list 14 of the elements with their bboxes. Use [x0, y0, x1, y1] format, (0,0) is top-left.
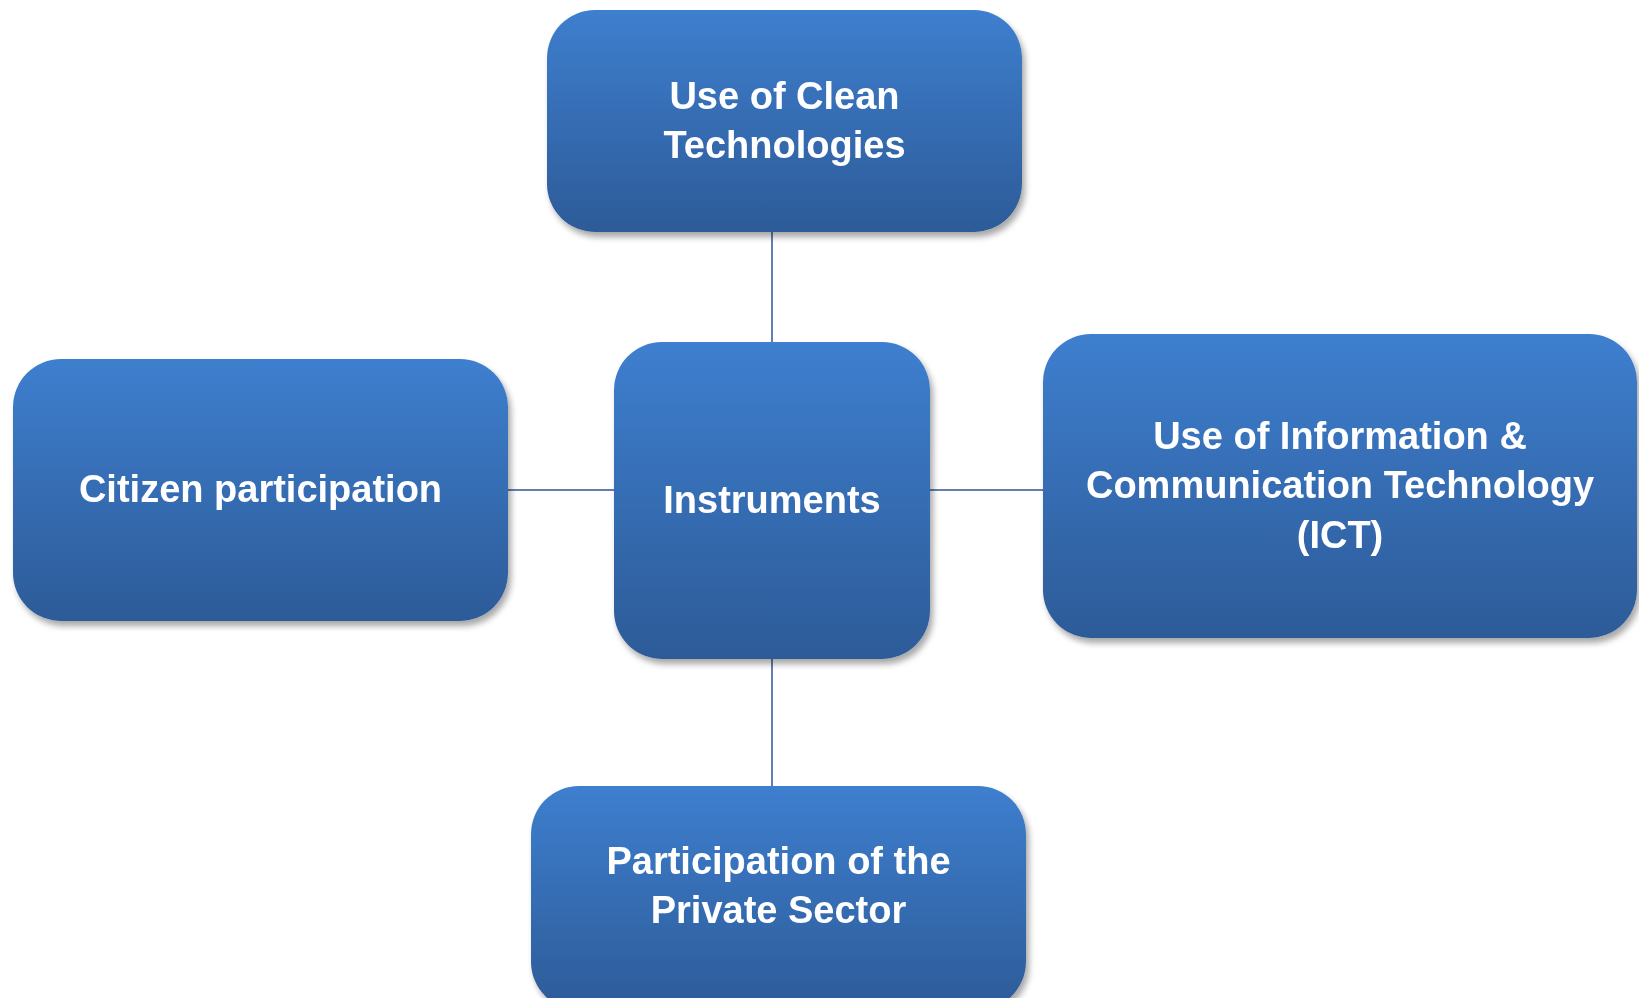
rounded-box	[614, 342, 930, 659]
box-label: Use of Information & Communication Technology (ICT)	[1084, 413, 1596, 558]
box-label: Citizen participation	[78, 467, 443, 513]
box-label: Use of Clean Technologies	[662, 73, 907, 168]
rounded-box	[13, 359, 508, 621]
box-label: Instruments	[663, 477, 881, 523]
rounded-box	[1043, 334, 1637, 638]
connector-line	[929, 489, 1044, 491]
connector-line	[507, 489, 615, 491]
connector-line	[771, 231, 773, 343]
connector-line	[771, 658, 773, 787]
rounded-box	[531, 786, 1026, 998]
rounded-box	[547, 10, 1022, 232]
box-label: Participation of the Private Sector	[605, 838, 952, 933]
